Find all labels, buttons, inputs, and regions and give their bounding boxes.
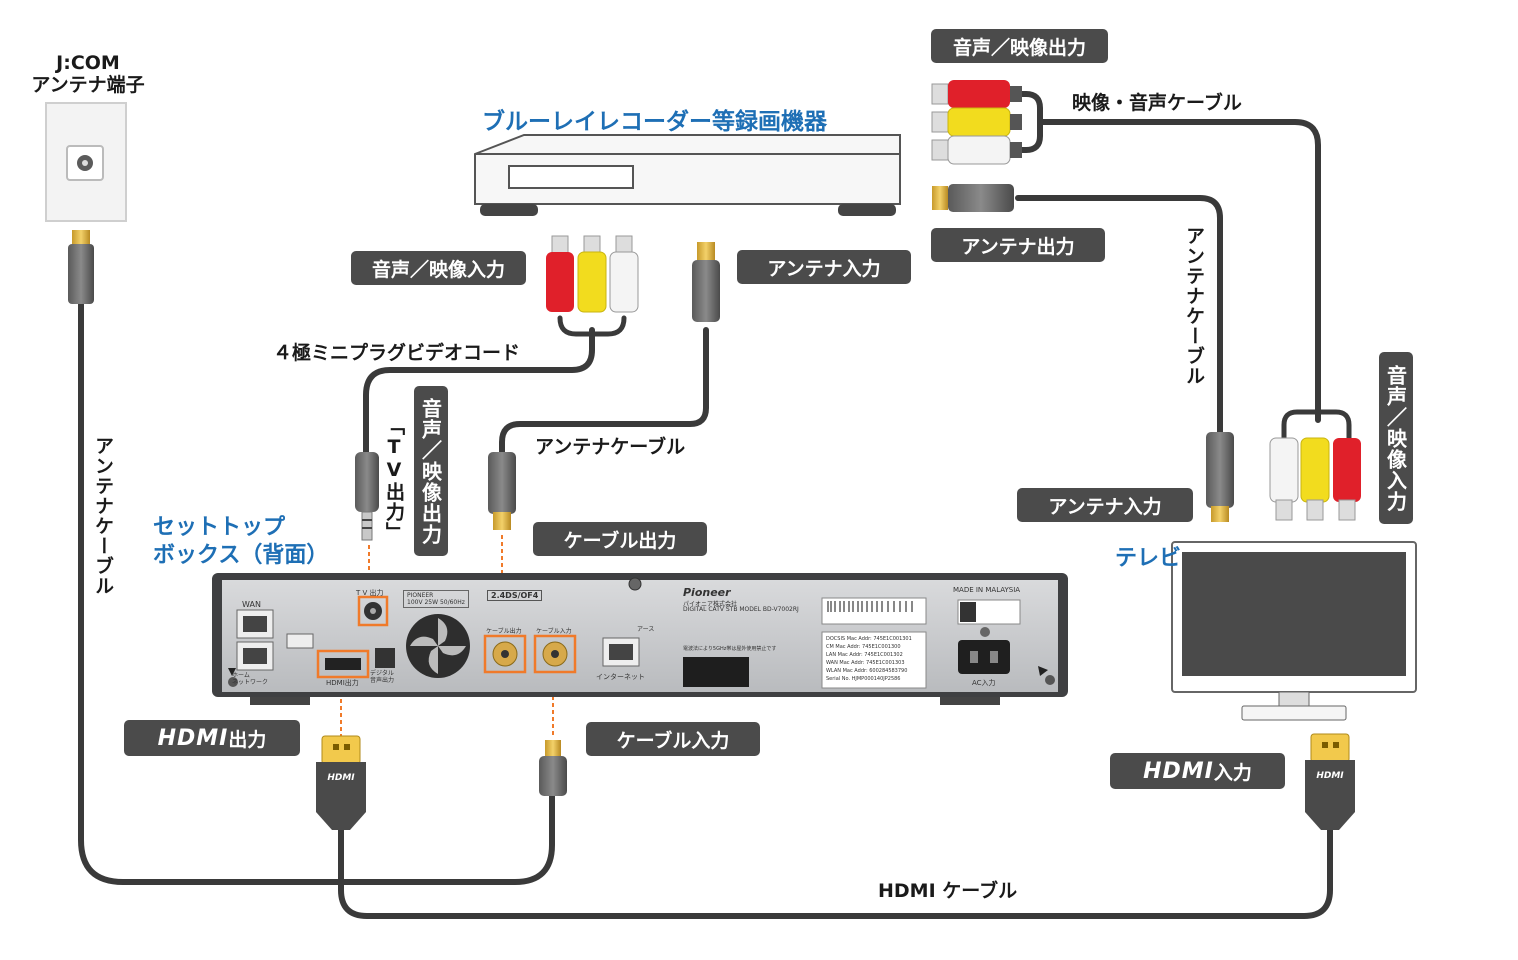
hdmi-out-suffix: 出力 [228, 728, 267, 751]
recorder-av-out-plugs [931, 80, 1022, 165]
panel-brand: Pioneer [683, 586, 731, 599]
hdmi-in-word: HDMI [1143, 758, 1214, 784]
cables [78, 91, 1352, 919]
antenna-cable-right [1015, 195, 1223, 435]
panel-power-spec: PIONEER 100V 25W 50/60Hz [403, 590, 469, 608]
panel-model: DIGITAL CATV STB MODEL BD-V7002RJ [683, 606, 799, 613]
label-rec-antenna-in: アンテナ入力 [737, 250, 911, 284]
label-antenna-cable-right: アンテナケーブル [1183, 226, 1205, 386]
label-rec-antenna-out: アンテナ出力 [931, 228, 1105, 262]
wall-outlet-title: J:COM アンテナ端子 [28, 52, 148, 96]
tv-title: テレビ [1115, 546, 1182, 571]
panel-notice: 電波法により5GHz帯は屋外使用禁止です [683, 646, 777, 652]
label-antenna-cable-left: アンテナケーブル [92, 436, 114, 596]
recorder [474, 134, 901, 216]
label-four-pole: ４極ミニプラグビデオコード [273, 342, 521, 364]
mac-row: CM Mac Addr: 745E1C001300 [826, 644, 901, 650]
panel-cable-in: ケーブル入力 [536, 628, 572, 635]
hdmi-out-word: HDMI [157, 725, 229, 751]
four-pole-mini-plug [355, 452, 379, 541]
stb-title-line2: ボックス（背面） [153, 543, 329, 568]
panel-wan: WAN [242, 600, 261, 609]
label-antenna-cable-mid: アンテナケーブル [535, 436, 686, 458]
hdmi-plug-tv: HDMI [1305, 733, 1355, 830]
label-tv-out-vertical: 「TV出力」 [383, 416, 405, 542]
panel-hdmi-out: HDMI出力 [326, 679, 359, 687]
panel-made-in: MADE IN MALAYSIA [953, 586, 1021, 594]
wall-title-line1: J:COM [56, 52, 120, 74]
tv [1171, 541, 1417, 721]
four-pole-cable [363, 327, 595, 458]
recorder-title: ブルーレイレコーダー等録画機器 [482, 109, 827, 135]
tv-av-in-plugs [1269, 437, 1361, 521]
recorder-av-in-plugs [546, 235, 639, 313]
panel-mac-list: DOCSIS Mac Addr: 745E1C001301 CM Mac Add… [826, 635, 912, 683]
stb-cable-out-plug [488, 452, 516, 530]
recorder-antenna-out-plug [932, 184, 1014, 212]
mac-row: WAN Mac Addr: 745E1C001303 [826, 660, 905, 666]
stb-title-line1: セットトップ [153, 515, 286, 540]
label-cable-in: ケーブル入力 [586, 722, 760, 756]
label-rec-av-in: 音声／映像入力 [351, 251, 526, 285]
tv-antenna-in-plug [1206, 432, 1234, 522]
mac-row: Serial No. HJMP000140JP2586 [826, 676, 901, 682]
wall-title-line2: アンテナ端子 [31, 74, 145, 96]
label-rec-av-out: 音声／映像出力 [931, 29, 1108, 63]
label-cable-out: ケーブル出力 [533, 522, 707, 556]
f-connector-wall [68, 230, 94, 304]
hdmi-plug-stb: HDMI [316, 735, 366, 830]
label-av-cable: 映像・音声ケーブル [1072, 92, 1242, 114]
panel-internet: インターネット [596, 673, 645, 681]
panel-brand-sub: パイオニア株式会社 [683, 601, 738, 608]
wall-outlet [45, 102, 127, 222]
panel-tv-out: T V 出力 [356, 589, 384, 597]
label-tv-antenna-in: アンテナ入力 [1017, 488, 1193, 522]
panel-ac-in: AC入力 [972, 679, 996, 687]
panel-home-network: ホーム ネットワーク [232, 672, 269, 686]
hdmi-in-suffix: 入力 [1213, 761, 1252, 784]
hdmi-cable [338, 827, 1333, 919]
mac-row: WLAN Mac Addr: 600284583790 [826, 668, 908, 674]
antenna-cable-mid [499, 327, 709, 458]
mac-row: DOCSIS Mac Addr: 745E1C001301 [826, 636, 912, 642]
recorder-antenna-in-plug [692, 242, 720, 322]
antenna-cable-left [78, 297, 555, 885]
mac-row: LAN Mac Addr: 745E1C001302 [826, 652, 903, 658]
hdmi-plug-text-tv: HDMI [1316, 771, 1344, 781]
label-hdmi-cable: HDMI ケーブル [878, 880, 1018, 902]
panel-freq: 2.4DS/OF4 [487, 590, 543, 601]
panel-cable-out: ケーブル出力 [486, 628, 522, 635]
stb-title: セットトップ ボックス（背面） [153, 514, 328, 570]
stb-cable-in-plug [539, 740, 567, 796]
stb-rear-panel [212, 573, 1068, 705]
panel-earth: アース [637, 626, 655, 633]
label-tv-av-in-vertical: 音声／映像入力 [1379, 352, 1413, 524]
panel-digital-audio: デジタル 音声出力 [370, 670, 395, 684]
label-av-out-vertical: 音声／映像出力 [414, 386, 448, 556]
hdmi-plug-text-stb: HDMI [327, 773, 355, 783]
